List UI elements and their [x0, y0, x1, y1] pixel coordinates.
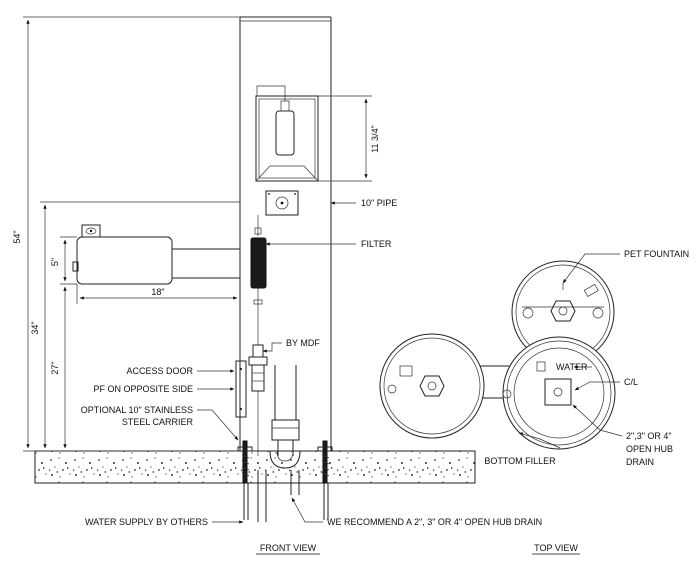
- label-hub-1: 2",3" OR 4": [626, 431, 672, 441]
- front-view: 54" 34" 27" 5" 18" 11 3/4" 10" PIPE FILT…: [12, 16, 542, 555]
- pipe-bracket: [265, 190, 299, 216]
- label-pf-opposite: PF ON OPPOSITE SIDE: [93, 384, 193, 394]
- top-pet-fountain-bowl: [511, 260, 615, 364]
- concrete-slab: [34, 450, 476, 484]
- anchor-bolt-right: [317, 440, 333, 520]
- side-basin: [72, 224, 240, 285]
- top-bottom-filler-bowl: [502, 336, 616, 450]
- label-water-supply: WATER SUPPLY BY OTHERS: [85, 517, 208, 527]
- dim-18: 18": [151, 287, 164, 297]
- label-cl: C/L: [624, 377, 638, 387]
- dim-34: 34": [30, 321, 40, 334]
- label-recommend-drain: WE RECOMMEND A 2", 3" OR 4" OPEN HUB DRA…: [327, 517, 542, 527]
- label-optional-carrier-2: STEEL CARRIER: [122, 417, 194, 427]
- label-water: WATER: [556, 362, 588, 372]
- callout-leaders: [197, 201, 356, 524]
- top-view: PET FOUNTAIN WATER C/L 2",3" OR 4" OPEN …: [379, 249, 689, 555]
- label-hub-2: OPEN HUB: [626, 444, 673, 454]
- pedestal-column: [239, 16, 332, 451]
- anchor-bolt-left: [237, 440, 253, 520]
- front-view-title: FRONT VIEW: [260, 543, 317, 553]
- top-view-title: TOP VIEW: [534, 543, 578, 553]
- bottle-filler-box: [255, 85, 319, 182]
- dim-5: 5": [50, 258, 60, 266]
- drain-pipe: [257, 365, 301, 522]
- top-callout-leaders: [518, 253, 623, 449]
- label-optional-carrier-1: OPTIONAL 10" STAINLESS: [81, 405, 193, 415]
- label-by-mdf: BY MDF: [286, 338, 320, 348]
- dim-27: 27": [50, 361, 60, 374]
- label-hub-3: DRAIN: [626, 457, 654, 467]
- bottle: [275, 110, 295, 156]
- top-main-bowl: [379, 333, 485, 439]
- label-access-door: ACCESS DOOR: [126, 366, 193, 376]
- label-10-pipe: 10" PIPE: [361, 198, 397, 208]
- filter-cartridge: [250, 237, 267, 289]
- access-door: [235, 360, 247, 418]
- label-pet-fountain: PET FOUNTAIN: [624, 249, 689, 259]
- dim-11-3-4: 11 3/4": [370, 125, 380, 153]
- label-bottom-filler: BOTTOM FILLER: [484, 456, 556, 466]
- dimension-lines: [23, 16, 372, 452]
- dim-54: 54": [12, 230, 22, 243]
- label-filter: FILTER: [361, 239, 392, 249]
- supply-valve: [248, 344, 268, 456]
